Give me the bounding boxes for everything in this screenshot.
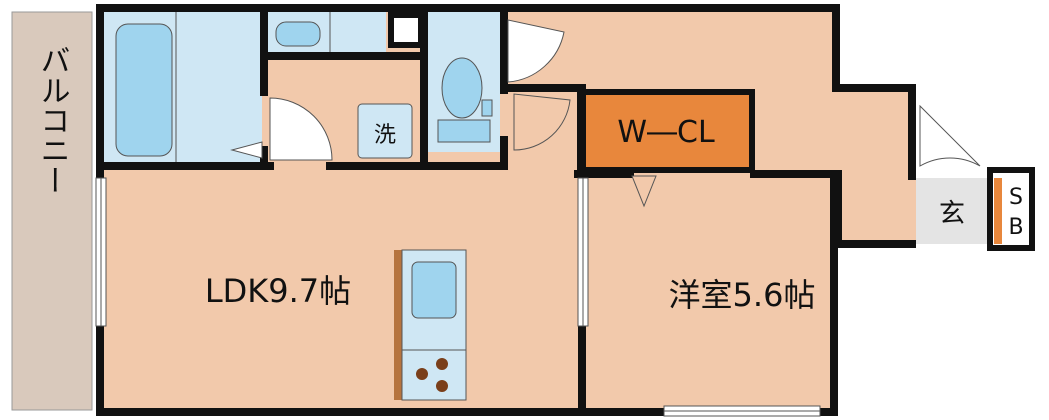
shoe-box-label-s: S: [1009, 185, 1023, 210]
washroom: 洗: [268, 12, 413, 159]
bedroom-label: 洋室5.6帖: [669, 276, 816, 314]
stove-burner: [436, 380, 448, 392]
balcony-label: バルコニー: [35, 45, 70, 195]
doors: [230, 19, 981, 208]
wash-basin: [275, 21, 321, 47]
toilet-door: [507, 19, 565, 83]
washroom-door: [269, 97, 333, 161]
bathroom: [104, 12, 262, 164]
closet-door-marker: [631, 175, 657, 208]
washer-label: 洗: [374, 123, 396, 148]
bathtub: [115, 23, 173, 157]
ldk-label: LDK9.7帖: [205, 272, 351, 310]
walk-in-closet-label: W―CL: [617, 115, 715, 150]
bath-door-marker: [230, 141, 263, 159]
washer-pan: [357, 103, 413, 159]
stove-burner: [436, 358, 448, 370]
kitchen-counter: [394, 249, 467, 401]
walk-in-closet: W―CL: [577, 89, 755, 173]
toilet-bowl: [441, 57, 483, 119]
shoe-box-label-b: B: [1008, 215, 1023, 240]
toilet-tank: [437, 119, 491, 143]
entrance-door: [919, 104, 981, 167]
windows: [95, 177, 821, 417]
stove-burner: [416, 368, 428, 380]
entrance: 玄 S B: [916, 167, 1035, 251]
kitchen-sink: [411, 261, 457, 319]
hall-door: [513, 93, 571, 151]
entrance-label: 玄: [939, 199, 965, 229]
toilet-room: [428, 12, 500, 152]
balcony-area: [11, 11, 93, 411]
